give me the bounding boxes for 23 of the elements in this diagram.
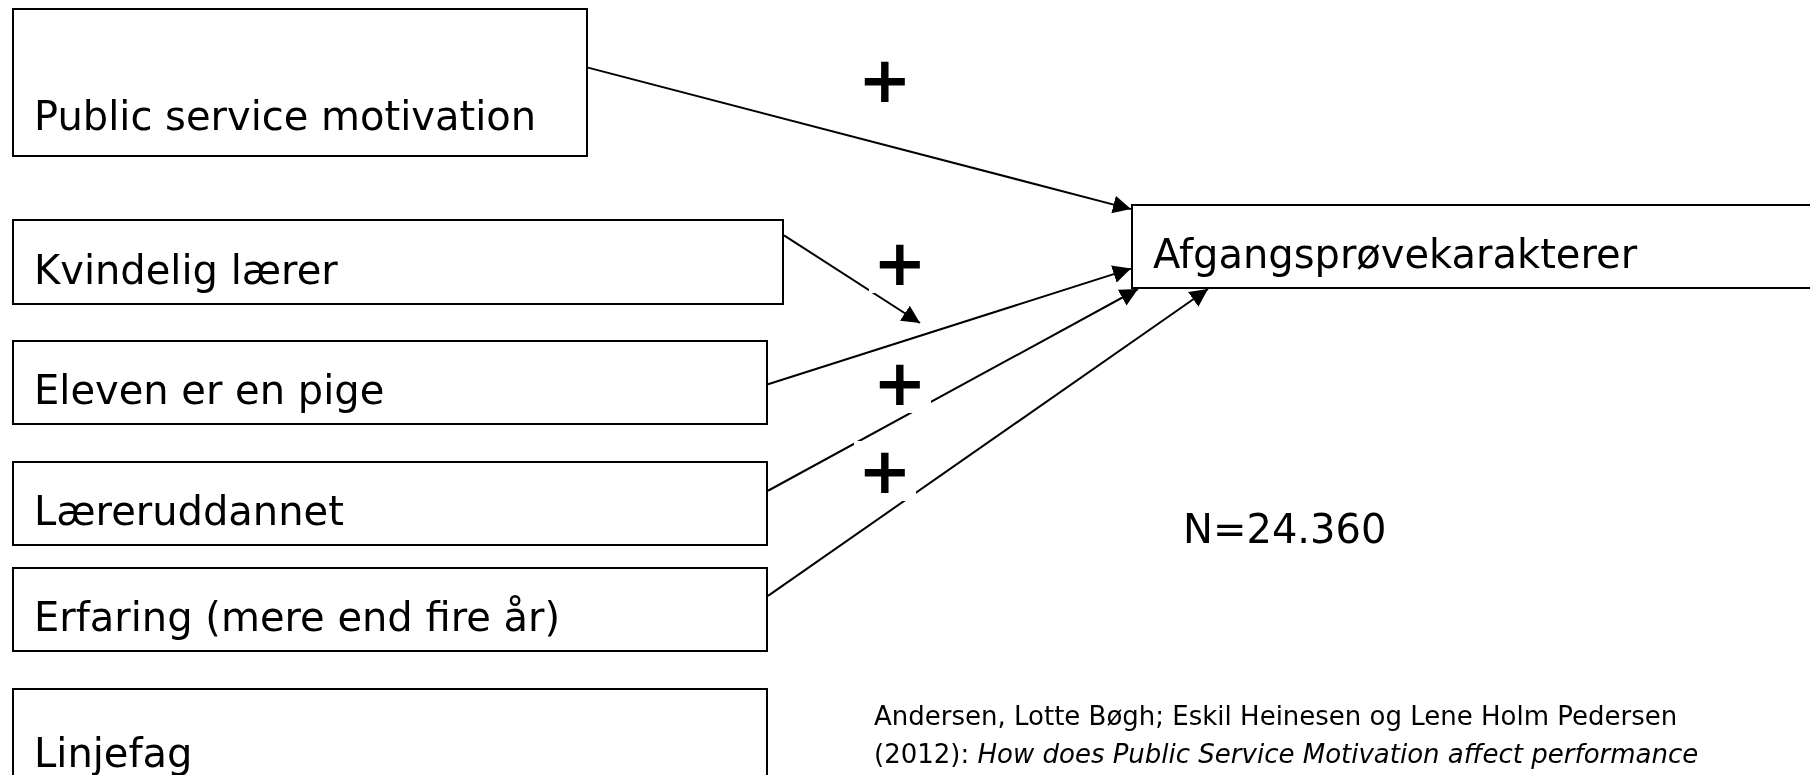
box-label: Kvindelig lærer bbox=[34, 246, 338, 295]
arrow bbox=[767, 288, 1139, 492]
box-label: Linjefag bbox=[34, 729, 193, 775]
edge-label: + bbox=[854, 441, 916, 501]
citation-note: Andersen, Lotte Bøgh; Eskil Heinesen og Lene Holm Pedersen (2012): How does Public Service Motivation affect performance bbox=[874, 700, 1700, 771]
variable-box bbox=[12, 8, 588, 157]
box-label: Eleven er en pige bbox=[34, 366, 385, 415]
variable-box bbox=[12, 340, 768, 425]
edge-label: + bbox=[869, 353, 931, 413]
arrow bbox=[767, 265, 1132, 386]
variable-box bbox=[12, 688, 768, 775]
variable-box bbox=[1131, 204, 1810, 289]
arrow bbox=[587, 66, 1132, 214]
box-label: Public service motivation bbox=[34, 92, 537, 141]
variable-box bbox=[12, 567, 768, 652]
box-label: Erfaring (mere end fire år) bbox=[34, 593, 561, 642]
box-label: Afgangsprøvekarakterer bbox=[1153, 230, 1638, 279]
box-label: Læreruddannet bbox=[34, 487, 344, 536]
variable-box bbox=[12, 461, 768, 546]
variable-box bbox=[12, 219, 784, 305]
arrow bbox=[783, 234, 921, 324]
sample-size-note: N=24.360 bbox=[1183, 505, 1387, 554]
arrow bbox=[767, 288, 1209, 597]
